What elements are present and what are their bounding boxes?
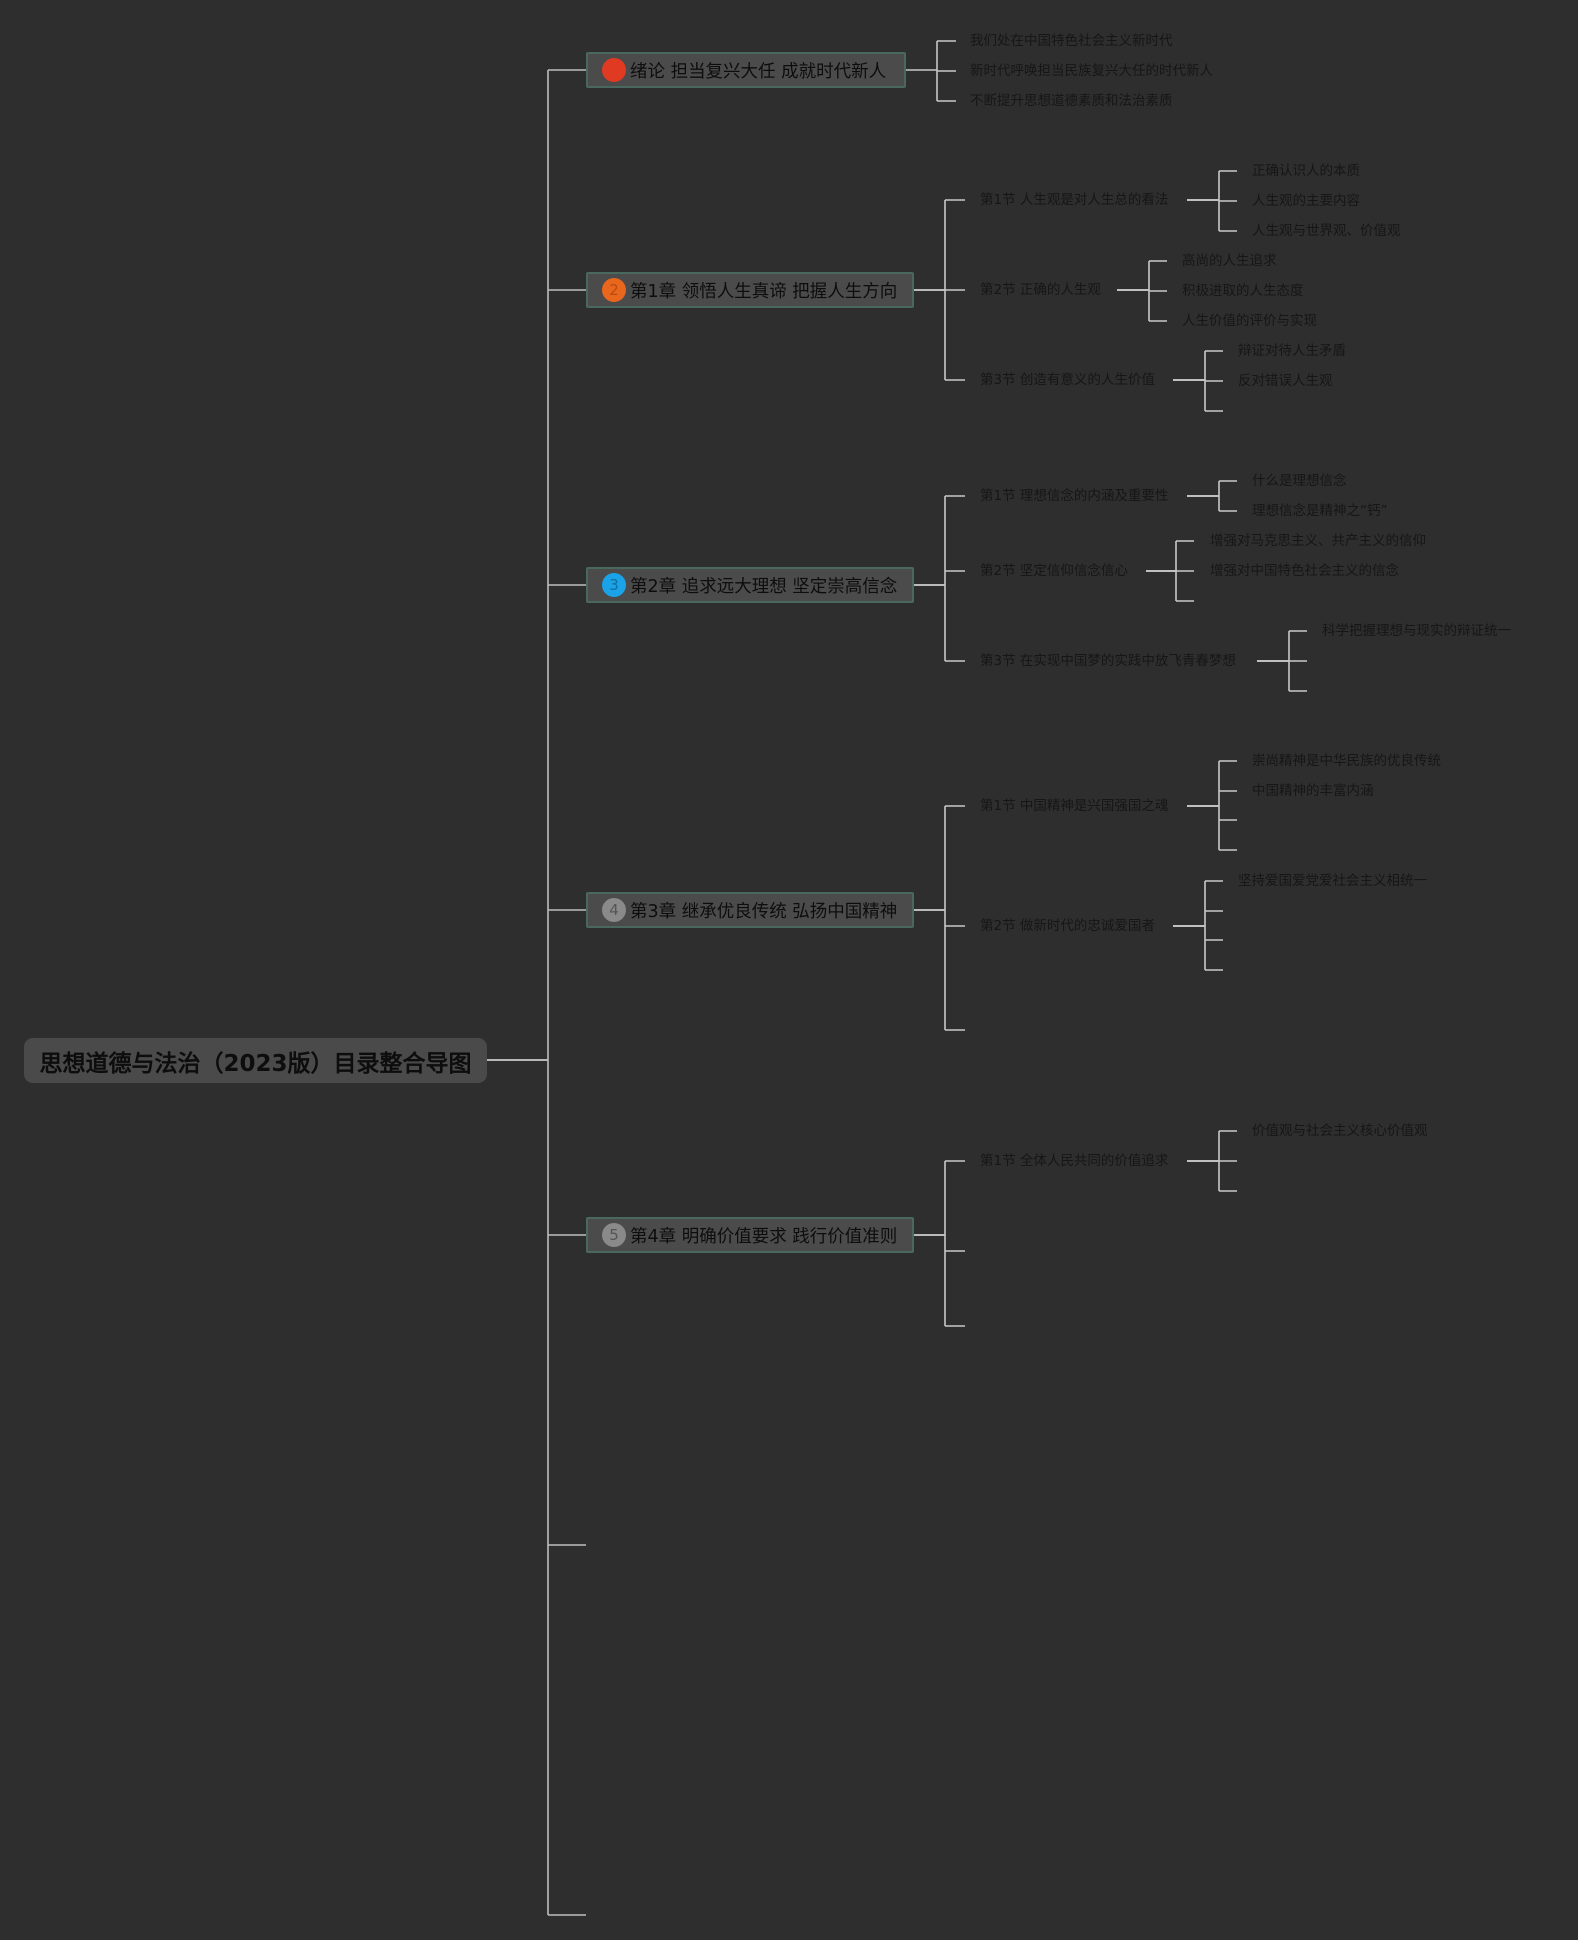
section-node[interactable]: 第2节 正确的人生观 — [980, 282, 1101, 298]
section-node[interactable]: 第2节 做新时代的忠诚爱国者 — [980, 918, 1155, 934]
chapter-label: 第2章 追求远大理想 坚定崇高信念 — [630, 576, 898, 597]
topic-item[interactable]: 积极进取的人生态度 — [1182, 283, 1304, 299]
topic-item[interactable]: 反对错误人生观 — [1238, 373, 1333, 389]
section-node[interactable]: 第1节 全体人民共同的价值追求 — [980, 1153, 1169, 1169]
topic-item[interactable]: 价值观与社会主义核心价值观 — [1252, 1123, 1428, 1139]
topic-item[interactable]: 高尚的人生追求 — [1182, 253, 1277, 269]
topic-item[interactable]: 科学把握理想与现实的辩证统一 — [1322, 623, 1511, 639]
section-node[interactable]: 第2节 坚定信仰信念信心 — [980, 563, 1128, 579]
topic-item[interactable]: 什么是理想信念 — [1252, 473, 1347, 489]
topic-item[interactable]: 人生价值的评价与实现 — [1182, 313, 1317, 329]
topic-item[interactable]: 人生观的主要内容 — [1252, 193, 1360, 209]
chapter-number-badge-icon: 4 — [602, 898, 626, 922]
topic-item[interactable]: 崇尚精神是中华民族的优良传统 — [1252, 753, 1441, 769]
chapter-label: 第1章 领悟人生真谛 把握人生方向 — [630, 281, 898, 302]
chapter-number-badge-icon: 1 — [602, 58, 626, 82]
topic-item[interactable]: 我们处在中国特色社会主义新时代 — [970, 33, 1173, 49]
chapter-label: 绪论 担当复兴大任 成就时代新人 — [630, 61, 887, 82]
chapter-number-badge-icon: 5 — [602, 1223, 626, 1247]
chapter-number-badge-icon: 3 — [602, 573, 626, 597]
section-node[interactable]: 第1节 理想信念的内涵及重要性 — [980, 488, 1169, 504]
topic-item[interactable]: 人生观与世界观、价值观 — [1252, 223, 1401, 239]
topic-item[interactable]: 增强对中国特色社会主义的信念 — [1210, 563, 1399, 579]
topic-item[interactable]: 增强对马克思主义、共产主义的信仰 — [1210, 533, 1426, 549]
topic-item[interactable]: 理想信念是精神之“钙” — [1252, 503, 1388, 519]
topic-item[interactable]: 坚持爱国爱党爱社会主义相统一 — [1238, 873, 1427, 889]
topic-item[interactable]: 正确认识人的本质 — [1252, 163, 1360, 179]
topic-item[interactable]: 不断提升思想道德素质和法治素质 — [970, 93, 1173, 109]
section-node[interactable]: 第1节 人生观是对人生总的看法 — [980, 192, 1169, 208]
root-node-title[interactable]: 思想道德与法治（2023版）目录整合导图 — [24, 1038, 487, 1083]
chapter-number-badge-icon: 2 — [602, 278, 626, 302]
section-node[interactable]: 第3节 创造有意义的人生价值 — [980, 372, 1155, 388]
section-node[interactable]: 第1节 中国精神是兴国强国之魂 — [980, 798, 1169, 814]
section-node[interactable]: 第3节 在实现中国梦的实践中放飞青春梦想 — [980, 653, 1236, 669]
topic-item[interactable]: 中国精神的丰富内涵 — [1252, 783, 1374, 799]
chapter-label: 第3章 继承优良传统 弘扬中国精神 — [630, 901, 898, 922]
chapter-label: 第4章 明确价值要求 践行价值准则 — [630, 1226, 898, 1247]
topic-item[interactable]: 辩证对待人生矛盾 — [1238, 343, 1346, 359]
topic-item[interactable]: 新时代呼唤担当民族复兴大任的时代新人 — [970, 63, 1213, 79]
